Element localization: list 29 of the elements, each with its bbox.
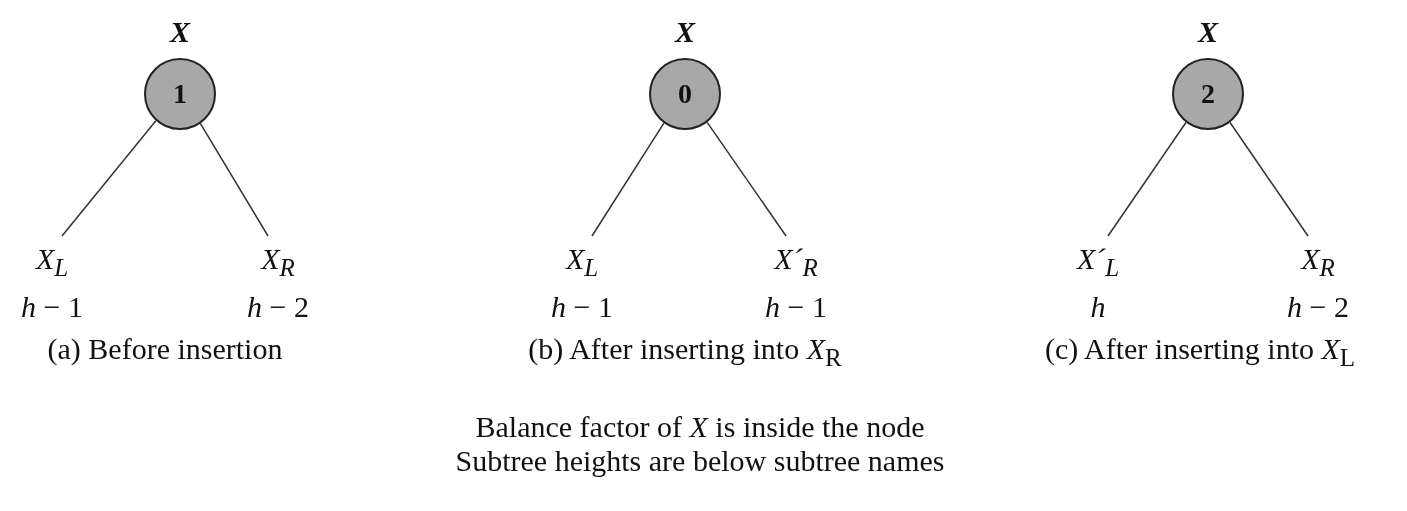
subtree-height: h − 1 — [551, 289, 613, 325]
tree-edge — [1229, 121, 1309, 237]
balance-factor-circle: 0 — [649, 58, 721, 130]
panel-caption: (a) Before insertion — [47, 332, 283, 366]
subtree-height: h — [1090, 289, 1106, 325]
node-name: X — [1198, 14, 1218, 50]
tree-edge — [61, 120, 157, 237]
panel-caption: (c) After inserting into X$_{L}$ — [1044, 332, 1356, 373]
balance-factor-circle: 2 — [1172, 58, 1244, 130]
subtree-name: X$_{L}$ — [35, 241, 69, 283]
subtree-height: h − 1 — [765, 289, 827, 325]
note: Balance factor of X is inside the node — [475, 410, 925, 444]
subtree-height: h − 2 — [247, 289, 309, 325]
subtree-name: X$_{R}$ — [1301, 241, 1335, 283]
subtree-name: X´$_{L}$ — [1076, 241, 1120, 283]
tree-edge — [199, 122, 269, 237]
note: Subtree heights are below subtree names — [455, 444, 945, 478]
tree-edge — [1107, 121, 1187, 237]
subtree-name: X$_{R}$ — [261, 241, 295, 283]
subtree-name: X$_{L}$ — [565, 241, 599, 283]
balance-factor-circle: 1 — [144, 58, 216, 130]
subtree-height: h − 2 — [1287, 289, 1349, 325]
tree-edge — [591, 122, 665, 237]
panel-caption: (b) After inserting into X$_{R}$ — [528, 332, 842, 373]
node-name: X — [675, 14, 695, 50]
subtree-name: X´$_{R}$ — [774, 241, 818, 283]
node-name: X — [170, 14, 190, 50]
tree-edge — [706, 121, 787, 237]
subtree-height: h − 1 — [21, 289, 83, 325]
